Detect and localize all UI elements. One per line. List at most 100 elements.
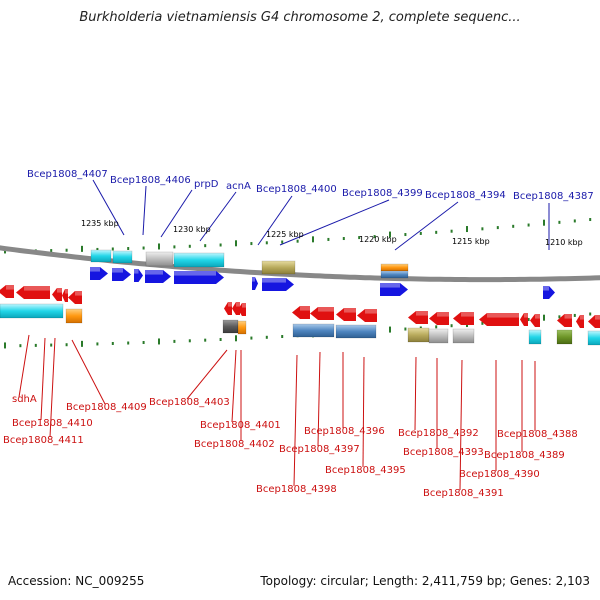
leader-line	[40, 337, 46, 421]
reverse-gene-arrow	[52, 288, 62, 301]
leader-line	[142, 185, 147, 236]
top-tick-mark	[527, 223, 530, 227]
forward-gene-arrow-shine	[145, 270, 163, 275]
bottom-gene-label: Bcep1808_4402	[194, 439, 275, 450]
reverse-gene-arrow-shine	[24, 286, 50, 291]
top-tick-mark	[466, 226, 468, 233]
scale-ticks	[4, 218, 592, 349]
bottom-gene-label: Bcep1808_4410	[12, 418, 93, 429]
bottom-tick-mark	[50, 343, 53, 347]
top-tick-mark	[96, 247, 99, 251]
forward-gene-arrow-shine	[134, 269, 139, 274]
bottom-gene-label: sdhA	[12, 394, 37, 405]
leader-line	[160, 189, 193, 238]
top-tick-mark	[127, 247, 130, 251]
reverse-gene-arrow-shine	[595, 315, 600, 320]
bottom-tick-mark	[34, 343, 37, 347]
reverse-gene-arrow-shine	[344, 308, 356, 313]
reverse-gene-arrow-shine	[57, 288, 62, 293]
top-tick-mark	[204, 244, 207, 248]
top-tick-mark	[250, 242, 253, 246]
cog-feature-box	[428, 328, 449, 344]
leader-line	[231, 349, 237, 423]
top-tick-mark	[142, 246, 145, 250]
leader-line	[257, 195, 293, 246]
reverse-gene-arrow	[530, 314, 540, 327]
top-tick-mark	[312, 236, 314, 243]
leader-line	[18, 334, 30, 398]
reverse-gene-arrow-shine	[461, 312, 474, 317]
scale-label: 1210 kbp	[545, 238, 583, 247]
leader-line	[414, 356, 417, 431]
top-tick-mark	[389, 231, 391, 238]
genome-summary-text: Topology: circular; Length: 2,411,759 bp…	[260, 574, 590, 588]
top-tick-mark	[219, 243, 222, 247]
reverse-gene-arrow-shine	[564, 314, 572, 319]
cog-feature-box	[380, 270, 409, 279]
forward-gene-arrow-shine	[90, 267, 100, 272]
leader-line	[49, 337, 56, 438]
bottom-gene-label: Bcep1808_4396	[304, 426, 385, 437]
cog-feature-box	[0, 303, 64, 319]
map-title: Burkholderia vietnamiensis G4 chromosome…	[79, 10, 521, 25]
top-gene-label: acnA	[226, 181, 251, 192]
reverse-gene-arrow-shine	[365, 309, 377, 314]
bottom-gene-label: Bcep1808_4389	[484, 450, 565, 461]
forward-gene-arrow	[145, 270, 171, 283]
top-tick-mark	[158, 243, 160, 250]
top-tick-mark	[235, 240, 237, 247]
bottom-tick-mark	[158, 338, 160, 345]
accession-text: Accession: NC_009255	[8, 574, 145, 588]
reverse-gene-arrow-shine	[318, 307, 334, 312]
cog-feature-box	[261, 260, 296, 275]
leader-line	[186, 349, 228, 400]
bottom-gene-label: Bcep1808_4391	[423, 488, 504, 499]
reverse-gene-arrow	[238, 303, 246, 316]
top-gene-label: Bcep1808_4407	[27, 169, 108, 180]
forward-gene-arrow-shine	[112, 268, 123, 273]
bottom-gene-label: Bcep1808_4388	[497, 429, 578, 440]
bottom-tick-mark	[573, 313, 576, 317]
top-gene-label: Bcep1808_4394	[425, 190, 506, 201]
reverse-gene-arrow	[429, 312, 449, 325]
leader-line	[362, 356, 365, 468]
bottom-tick-mark	[219, 337, 222, 341]
reverse-gene-arrow-shine	[242, 303, 246, 308]
bottom-gene-label: Bcep1808_4393	[403, 447, 484, 458]
top-tick-mark	[296, 239, 299, 243]
bottom-tick-mark	[543, 314, 545, 321]
reverse-gene-arrow-shine	[524, 313, 528, 318]
cog-feature-box	[556, 329, 573, 345]
scale-label: 1230 kbp	[173, 225, 211, 234]
leader-line	[92, 179, 125, 236]
top-tick-mark	[419, 231, 422, 235]
reverse-gene-arrow	[310, 307, 334, 320]
bottom-tick-mark	[265, 335, 268, 339]
leader-line	[394, 201, 459, 251]
bottom-gene-label: Bcep1808_4401	[200, 420, 281, 431]
top-tick-mark	[512, 224, 515, 228]
reverse-gene-arrow-shine	[416, 311, 428, 316]
top-tick-mark	[481, 227, 484, 231]
scale-label: 1235 kbp	[81, 219, 119, 228]
forward-gene-arrow	[252, 277, 258, 290]
forward-gene-arrow	[380, 283, 408, 296]
bottom-tick-mark	[19, 344, 22, 348]
cog-feature-box	[452, 328, 475, 344]
reverse-gene-arrow	[408, 311, 428, 324]
reverse-gene-arrow	[224, 302, 232, 315]
leader-line	[293, 354, 298, 487]
forward-gene-arrow-shine	[252, 277, 255, 282]
top-gene-label: Bcep1808_4387	[513, 191, 594, 202]
reverse-gene-arrow-shine	[580, 315, 584, 320]
bottom-tick-mark	[281, 335, 284, 339]
forward-gene-arrow-shine	[380, 283, 400, 288]
bottom-gene-labels: sdhABcep1808_4410Bcep1808_4411Bcep1808_4…	[3, 394, 578, 499]
bottom-tick-mark	[558, 315, 561, 319]
bottom-tick-mark	[435, 325, 438, 329]
bottom-tick-mark	[589, 312, 592, 316]
top-tick-mark	[50, 249, 53, 253]
cog-feature-box	[407, 327, 430, 343]
forward-gene-arrow	[174, 271, 224, 284]
